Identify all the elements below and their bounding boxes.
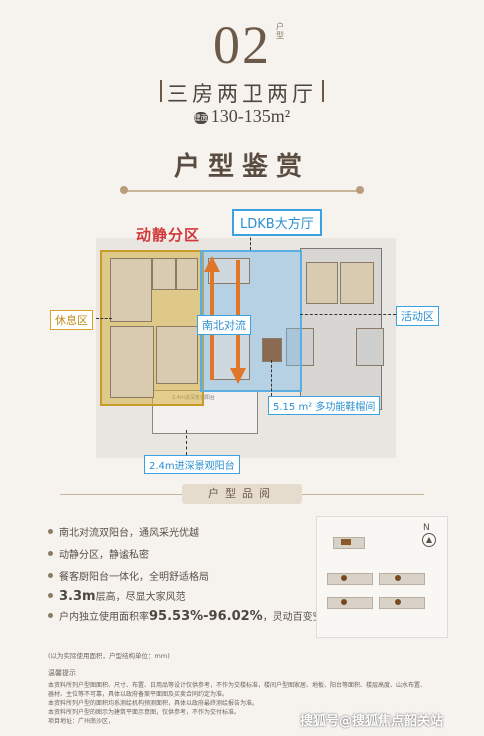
banner-line-left	[60, 494, 182, 495]
site-marker	[395, 575, 401, 581]
feature-item: 户内独立使用面积率95.53%-96.02%，灵动百变空间	[48, 608, 333, 624]
master-bedroom	[110, 326, 154, 398]
title-divider-right	[322, 80, 324, 102]
unit-number: 02	[213, 15, 271, 75]
ldkb-label: LDKB大方厅	[232, 209, 322, 236]
feature-item: 动静分区，静谧私密	[48, 546, 149, 561]
bedroom-2	[156, 326, 198, 384]
banner-line-right	[302, 494, 424, 495]
bullet-icon	[48, 593, 53, 598]
shoe-room-label: 5.15 m² 多功能鞋帽间	[268, 396, 381, 415]
stair-flight-2	[340, 262, 374, 304]
features-banner: 户型品阅	[182, 484, 302, 504]
airflow-label: 南北对流	[197, 315, 251, 335]
footnote-line: 器材、主位等不可靠，具体以政府备案平面图及买卖合同约定为准。	[48, 691, 229, 698]
site-marker	[341, 575, 347, 581]
zoning-label: 动静分区	[136, 226, 201, 244]
layout-title: 三房两卫两厅	[167, 82, 317, 106]
site-map: N ▲	[316, 516, 448, 638]
footnote-line: 本资料所列户型图面积、尺寸、布置、日用品等设计仅供参考，不作为交楼标准，楼间户型…	[48, 682, 427, 689]
title-divider-left	[160, 80, 162, 102]
rest-zone-label: 休息区	[50, 310, 93, 330]
area-icon: 建面	[193, 112, 208, 124]
balcony-label: 2.4m进深景观阳台	[144, 455, 240, 474]
bedroom-1	[110, 258, 152, 322]
site-marker	[341, 599, 347, 605]
activity-zone-label: 活动区	[396, 306, 439, 326]
footnote-line: 本资料所列户型的面积均系测绘机构预测面积，具体以政府最终测绘报告为准。	[48, 700, 259, 707]
ldkb-leader	[250, 228, 251, 250]
section-title: 户型鉴赏	[173, 152, 310, 182]
site-building	[379, 573, 425, 585]
balcony-leader	[186, 430, 187, 455]
bullet-icon	[48, 529, 53, 534]
shoe-cabinet	[262, 338, 282, 362]
site-building-highlight	[341, 539, 351, 545]
bathroom-2	[176, 258, 198, 290]
bullet-icon	[48, 551, 53, 556]
feature-item: 3.3m层高，尽显大家风范	[48, 588, 186, 604]
site-building	[379, 597, 425, 609]
stair-flight	[306, 262, 338, 304]
footnote-line: 项目地址：广州南沙区，	[48, 718, 115, 725]
area-value: 130-135m²	[210, 106, 291, 126]
north-label: N	[423, 523, 430, 533]
elevator-2	[356, 328, 384, 366]
feature-item: 南北对流双阳台，通风采光优越	[48, 524, 199, 539]
rule-dot-left	[120, 186, 128, 194]
site-marker	[395, 599, 401, 605]
bullet-icon	[48, 613, 53, 618]
footnote-unit: (以为实际使用面积，户型结构单位：mm)	[48, 652, 170, 660]
footnote-line: 本资料所列户型的图示为建筑平面示意图，仅供参考，不作为交付标准。	[48, 709, 241, 716]
bathroom-1	[152, 258, 176, 290]
rule-dot-right	[356, 186, 364, 194]
shoe-leader	[271, 360, 272, 396]
site-building	[327, 573, 373, 585]
rest-leader	[96, 318, 112, 319]
compass-icon: ▲	[422, 533, 436, 547]
bullet-icon	[48, 573, 53, 578]
site-building	[327, 597, 373, 609]
unit-number-tag: 户型	[276, 22, 284, 40]
title-rule	[124, 190, 360, 192]
footnote-heading: 温馨提示	[48, 669, 76, 677]
feature-item: 餐客厨阳台一体化，全明舒适格局	[48, 568, 209, 583]
activity-leader	[300, 314, 396, 315]
watermark: 搜狐号@搜狐焦点韶关站	[300, 714, 444, 729]
